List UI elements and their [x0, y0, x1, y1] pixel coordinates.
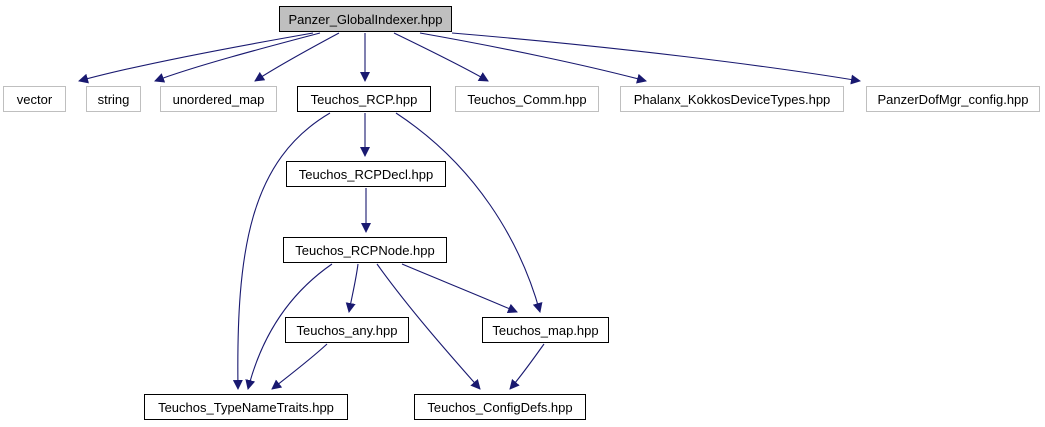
node-string: string: [86, 86, 141, 112]
edge-teuchos-rcp-to-teuchos-typenametraits: [232, 112, 331, 390]
edge-root-to-panzer-dofmgr-config: [451, 32, 861, 85]
edge-root-to-teuchos-comm: [393, 32, 489, 82]
node-teuchos-configdefs[interactable]: Teuchos_ConfigDefs.hpp: [414, 394, 586, 420]
edge-root-to-phalanx-kokkos: [419, 32, 647, 84]
edge-teuchos-rcpnode-to-teuchos-any: [345, 263, 359, 313]
node-teuchos-rcp[interactable]: Teuchos_RCP.hpp: [297, 86, 431, 112]
edge-teuchos-any-to-teuchos-typenametraits: [271, 343, 328, 390]
edge-teuchos-rcpnode-to-teuchos-map: [401, 263, 518, 314]
node-panzer-globalindexer[interactable]: Panzer_GlobalIndexer.hpp: [279, 6, 452, 32]
node-teuchos-comm: Teuchos_Comm.hpp: [455, 86, 599, 112]
edge-teuchos-rcpnode-to-teuchos-typenametraits: [245, 263, 333, 390]
node-unordered-map: unordered_map: [160, 86, 277, 112]
node-teuchos-rcpdecl[interactable]: Teuchos_RCPDecl.hpp: [286, 161, 446, 187]
node-panzerdofmgr-config: PanzerDofMgr_config.hpp: [866, 86, 1040, 112]
edge-root-to-unordered-map: [254, 32, 340, 82]
node-teuchos-rcpnode[interactable]: Teuchos_RCPNode.hpp: [283, 237, 447, 263]
node-phalanx-kokkosdevicetypes: Phalanx_KokkosDeviceTypes.hpp: [620, 86, 844, 112]
edge-root-to-vector: [78, 32, 314, 84]
edge-teuchos-rcp-to-teuchos-map: [395, 112, 543, 313]
edge-teuchos-rcpnode-to-teuchos-configdefs: [376, 263, 481, 390]
node-vector: vector: [3, 86, 66, 112]
edge-root-to-string: [154, 32, 321, 83]
node-teuchos-map[interactable]: Teuchos_map.hpp: [482, 317, 609, 343]
node-teuchos-typenametraits[interactable]: Teuchos_TypeNameTraits.hpp: [144, 394, 348, 420]
node-teuchos-any[interactable]: Teuchos_any.hpp: [285, 317, 409, 343]
edge-teuchos-map-to-teuchos-configdefs: [509, 343, 545, 390]
